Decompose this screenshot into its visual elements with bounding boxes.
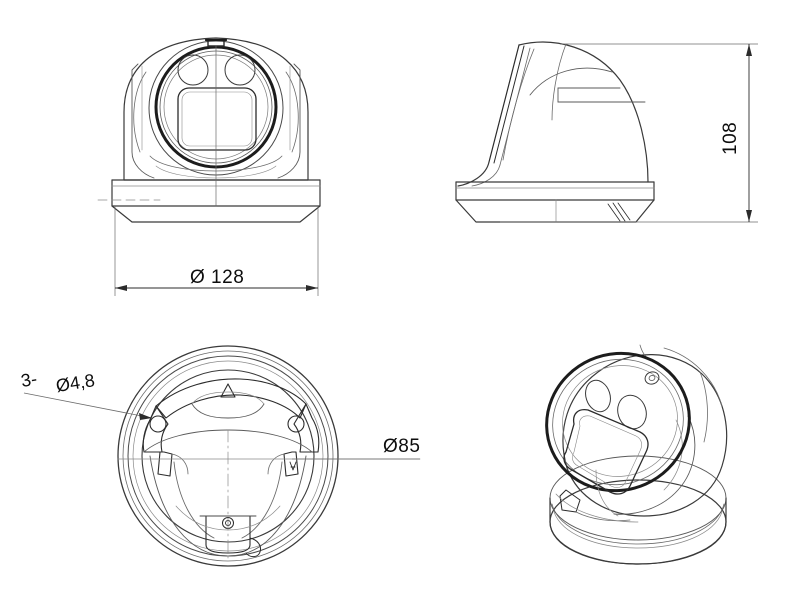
callout-3-holes-4-8	[23, 392, 153, 420]
bottom-outer-circle	[117, 345, 339, 567]
iso-front-clip	[559, 489, 581, 513]
dim108-arrow-top	[746, 44, 752, 56]
bottom-lug	[245, 537, 261, 558]
iso-ir-led-left	[585, 379, 611, 413]
front-lens-window	[177, 87, 257, 151]
side-bezel-outer-edge-2	[493, 45, 525, 164]
front-view	[97, 37, 321, 223]
dim128-arrow-right	[306, 285, 318, 291]
front-housing-outline	[123, 37, 309, 181]
bottom-screw-hole-left	[149, 415, 167, 433]
iso-base-rim-line-2	[551, 503, 725, 545]
dim108-label: 108	[720, 122, 741, 155]
hole-callout-arrowhead	[139, 413, 152, 420]
bottom-clip-left-tail	[171, 453, 189, 475]
dimension-diameter-128	[114, 206, 319, 296]
front-lens-window-inner	[181, 91, 253, 147]
bottom-guide-wall-right	[241, 461, 283, 539]
dia85-label: Ø85	[383, 436, 420, 457]
iso-front-clip-edge	[575, 511, 631, 522]
bottom-upper-bracket	[155, 378, 307, 419]
front-left-panel	[131, 63, 155, 179]
side-bezel-bottom-curve-2	[471, 164, 501, 187]
iso-base-inner-arc	[555, 493, 639, 523]
bottom-center-wave-cut-2	[191, 391, 265, 405]
iso-base-lower-edge	[549, 521, 727, 565]
iso-shroud-sweep	[613, 415, 696, 515]
side-ball-shoulder	[502, 48, 535, 161]
bottom-clip-right	[283, 451, 299, 477]
hole-callout-leader-line	[23, 392, 153, 419]
bottom-outer-circle-2	[122, 350, 334, 562]
iso-glass-ring	[562, 365, 678, 477]
bottom-clip-right-tail	[267, 453, 285, 475]
side-collar-body	[455, 181, 655, 201]
bottom-guide-wall-left	[173, 461, 215, 539]
iso-base-inner-wall	[595, 469, 619, 517]
bottom-cable-boss	[205, 515, 251, 554]
bottom-clip-left	[157, 451, 173, 477]
hole-callout-count-label: 3-	[19, 369, 38, 391]
front-right-panel	[277, 63, 301, 179]
side-bezel-outer-edge	[488, 44, 520, 163]
dim128-arrow-left	[115, 285, 127, 291]
iso-microphone-hole-inner	[648, 375, 656, 381]
bottom-bracket-right-arm	[293, 403, 320, 453]
front-ir-led-left	[177, 54, 209, 86]
iso-bezel-ring	[545, 351, 691, 493]
iso-shell-seam-top	[663, 347, 723, 407]
dim108-arrow-bottom	[746, 210, 752, 222]
side-ball-seam	[551, 43, 567, 121]
bottom-bracket-left-arm	[142, 405, 169, 453]
side-dome-top-outline	[518, 41, 649, 183]
dimension-height-108	[500, 43, 758, 223]
bottom-view	[117, 345, 421, 567]
iso-ball-outline	[562, 354, 728, 517]
iso-lens-window-inner	[572, 415, 642, 488]
iso-microphone-hole	[644, 371, 660, 385]
side-bezel-bottom-curve	[457, 161, 490, 187]
isometric-view	[545, 344, 728, 565]
front-collar-chamfer	[111, 205, 321, 223]
bottom-center-wave-cut	[191, 403, 265, 419]
iso-base-rim-line	[553, 511, 723, 549]
iso-ir-led-right	[617, 394, 647, 430]
side-interior-sweep	[529, 67, 613, 96]
iso-shell-seam-right	[699, 371, 708, 443]
iso-bezel-ring-inner	[552, 358, 684, 486]
front-ir-led-right	[224, 54, 256, 86]
iso-lens-window	[563, 408, 649, 495]
bottom-clip-letter-mark	[289, 461, 297, 471]
bottom-triangle-marking	[220, 383, 236, 398]
iso-shroud-sweep-inner	[663, 419, 683, 491]
dim128-label: Ø 128	[190, 267, 244, 288]
bottom-screw-hole-right	[287, 415, 305, 433]
side-cable-notch	[607, 202, 631, 222]
